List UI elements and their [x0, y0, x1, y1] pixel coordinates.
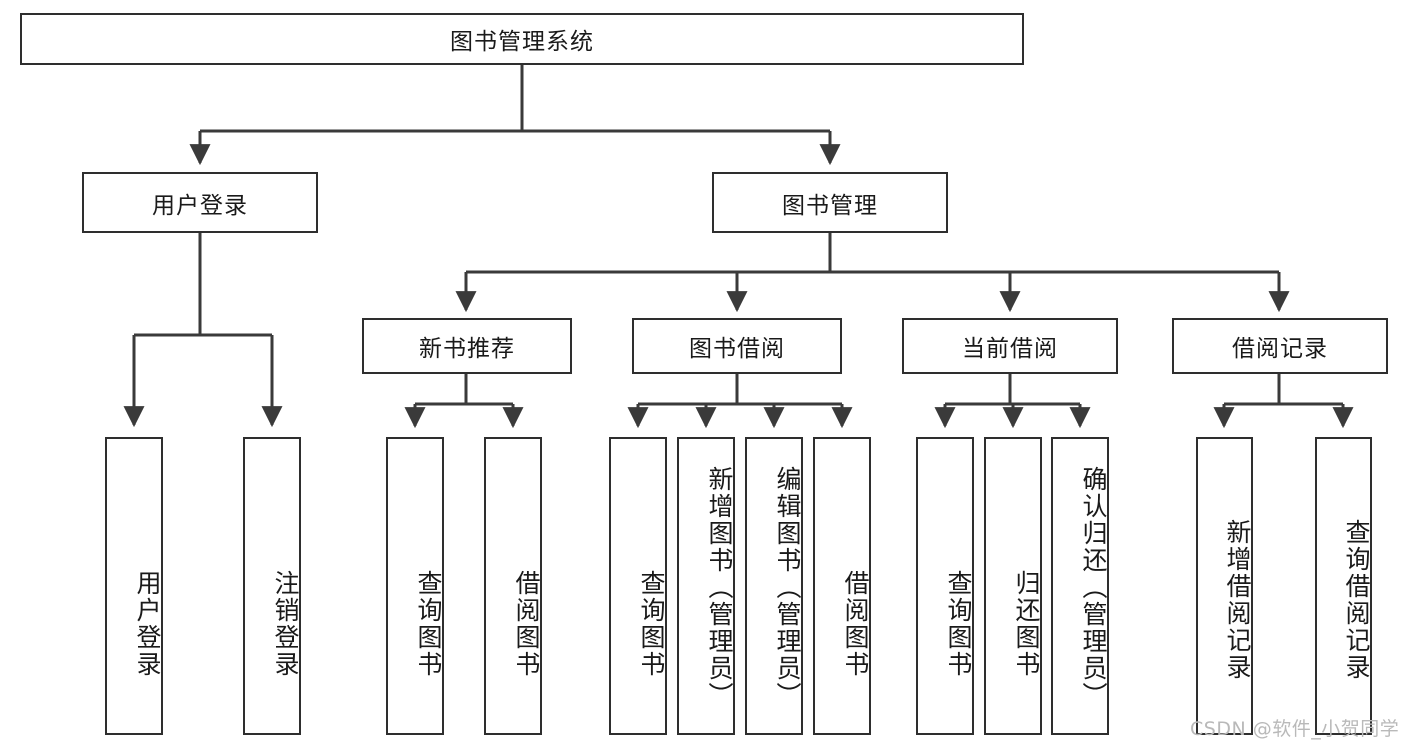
node-book-manage-label: 图书管理 [782, 192, 878, 219]
node-current-borrow-label: 当前借阅 [962, 336, 1058, 362]
node-leaf-query-book-1-label: 查询图书 [414, 570, 443, 678]
node-user-login[interactable]: 用户登录 [82, 172, 318, 233]
node-new-book-recommend[interactable]: 新书推荐 [362, 318, 572, 374]
node-leaf-borrow-book-1-label: 借阅图书 [512, 570, 541, 678]
node-leaf-confirm-return-label: 确认归还（管理员） [1079, 465, 1108, 709]
node-leaf-query-book-1[interactable]: 查询图书 [386, 437, 444, 735]
node-borrow-record[interactable]: 借阅记录 [1172, 318, 1388, 374]
node-leaf-query-book-3-label: 查询图书 [944, 570, 973, 678]
node-current-borrow[interactable]: 当前借阅 [902, 318, 1118, 374]
node-leaf-user-logout[interactable]: 注销登录 [243, 437, 301, 735]
node-leaf-query-record-label: 查询借阅记录 [1342, 519, 1371, 681]
node-book-borrow-label: 图书借阅 [689, 336, 785, 362]
node-leaf-query-book-3[interactable]: 查询图书 [916, 437, 974, 735]
node-user-login-label: 用户登录 [152, 192, 248, 219]
node-leaf-add-book[interactable]: 新增图书（管理员） [677, 437, 735, 735]
node-new-book-recommend-label: 新书推荐 [419, 336, 515, 362]
node-leaf-add-record[interactable]: 新增借阅记录 [1196, 437, 1253, 735]
node-borrow-record-label: 借阅记录 [1232, 336, 1328, 362]
node-leaf-query-record[interactable]: 查询借阅记录 [1315, 437, 1372, 735]
node-root-label: 图书管理系统 [450, 29, 594, 55]
csdn-watermark: CSDN @软件_小贺同学 [1190, 718, 1400, 740]
node-leaf-add-book-label: 新增图书（管理员） [705, 465, 734, 709]
node-leaf-query-book-2[interactable]: 查询图书 [609, 437, 667, 735]
node-leaf-borrow-book-2-label: 借阅图书 [841, 570, 870, 678]
node-leaf-return-book-label: 归还图书 [1012, 570, 1041, 678]
node-book-manage[interactable]: 图书管理 [712, 172, 948, 233]
node-leaf-edit-book-label: 编辑图书（管理员） [773, 465, 802, 709]
node-leaf-user-login-label: 用户登录 [133, 570, 162, 678]
node-leaf-user-login[interactable]: 用户登录 [105, 437, 163, 735]
node-book-borrow[interactable]: 图书借阅 [632, 318, 842, 374]
node-leaf-borrow-book-2[interactable]: 借阅图书 [813, 437, 871, 735]
node-leaf-confirm-return[interactable]: 确认归还（管理员） [1051, 437, 1109, 735]
node-leaf-query-book-2-label: 查询图书 [637, 570, 666, 678]
node-leaf-return-book[interactable]: 归还图书 [984, 437, 1042, 735]
node-leaf-add-record-label: 新增借阅记录 [1223, 519, 1252, 681]
node-leaf-borrow-book-1[interactable]: 借阅图书 [484, 437, 542, 735]
node-leaf-edit-book[interactable]: 编辑图书（管理员） [745, 437, 803, 735]
node-leaf-user-logout-label: 注销登录 [271, 570, 300, 678]
node-root[interactable]: 图书管理系统 [20, 13, 1024, 65]
